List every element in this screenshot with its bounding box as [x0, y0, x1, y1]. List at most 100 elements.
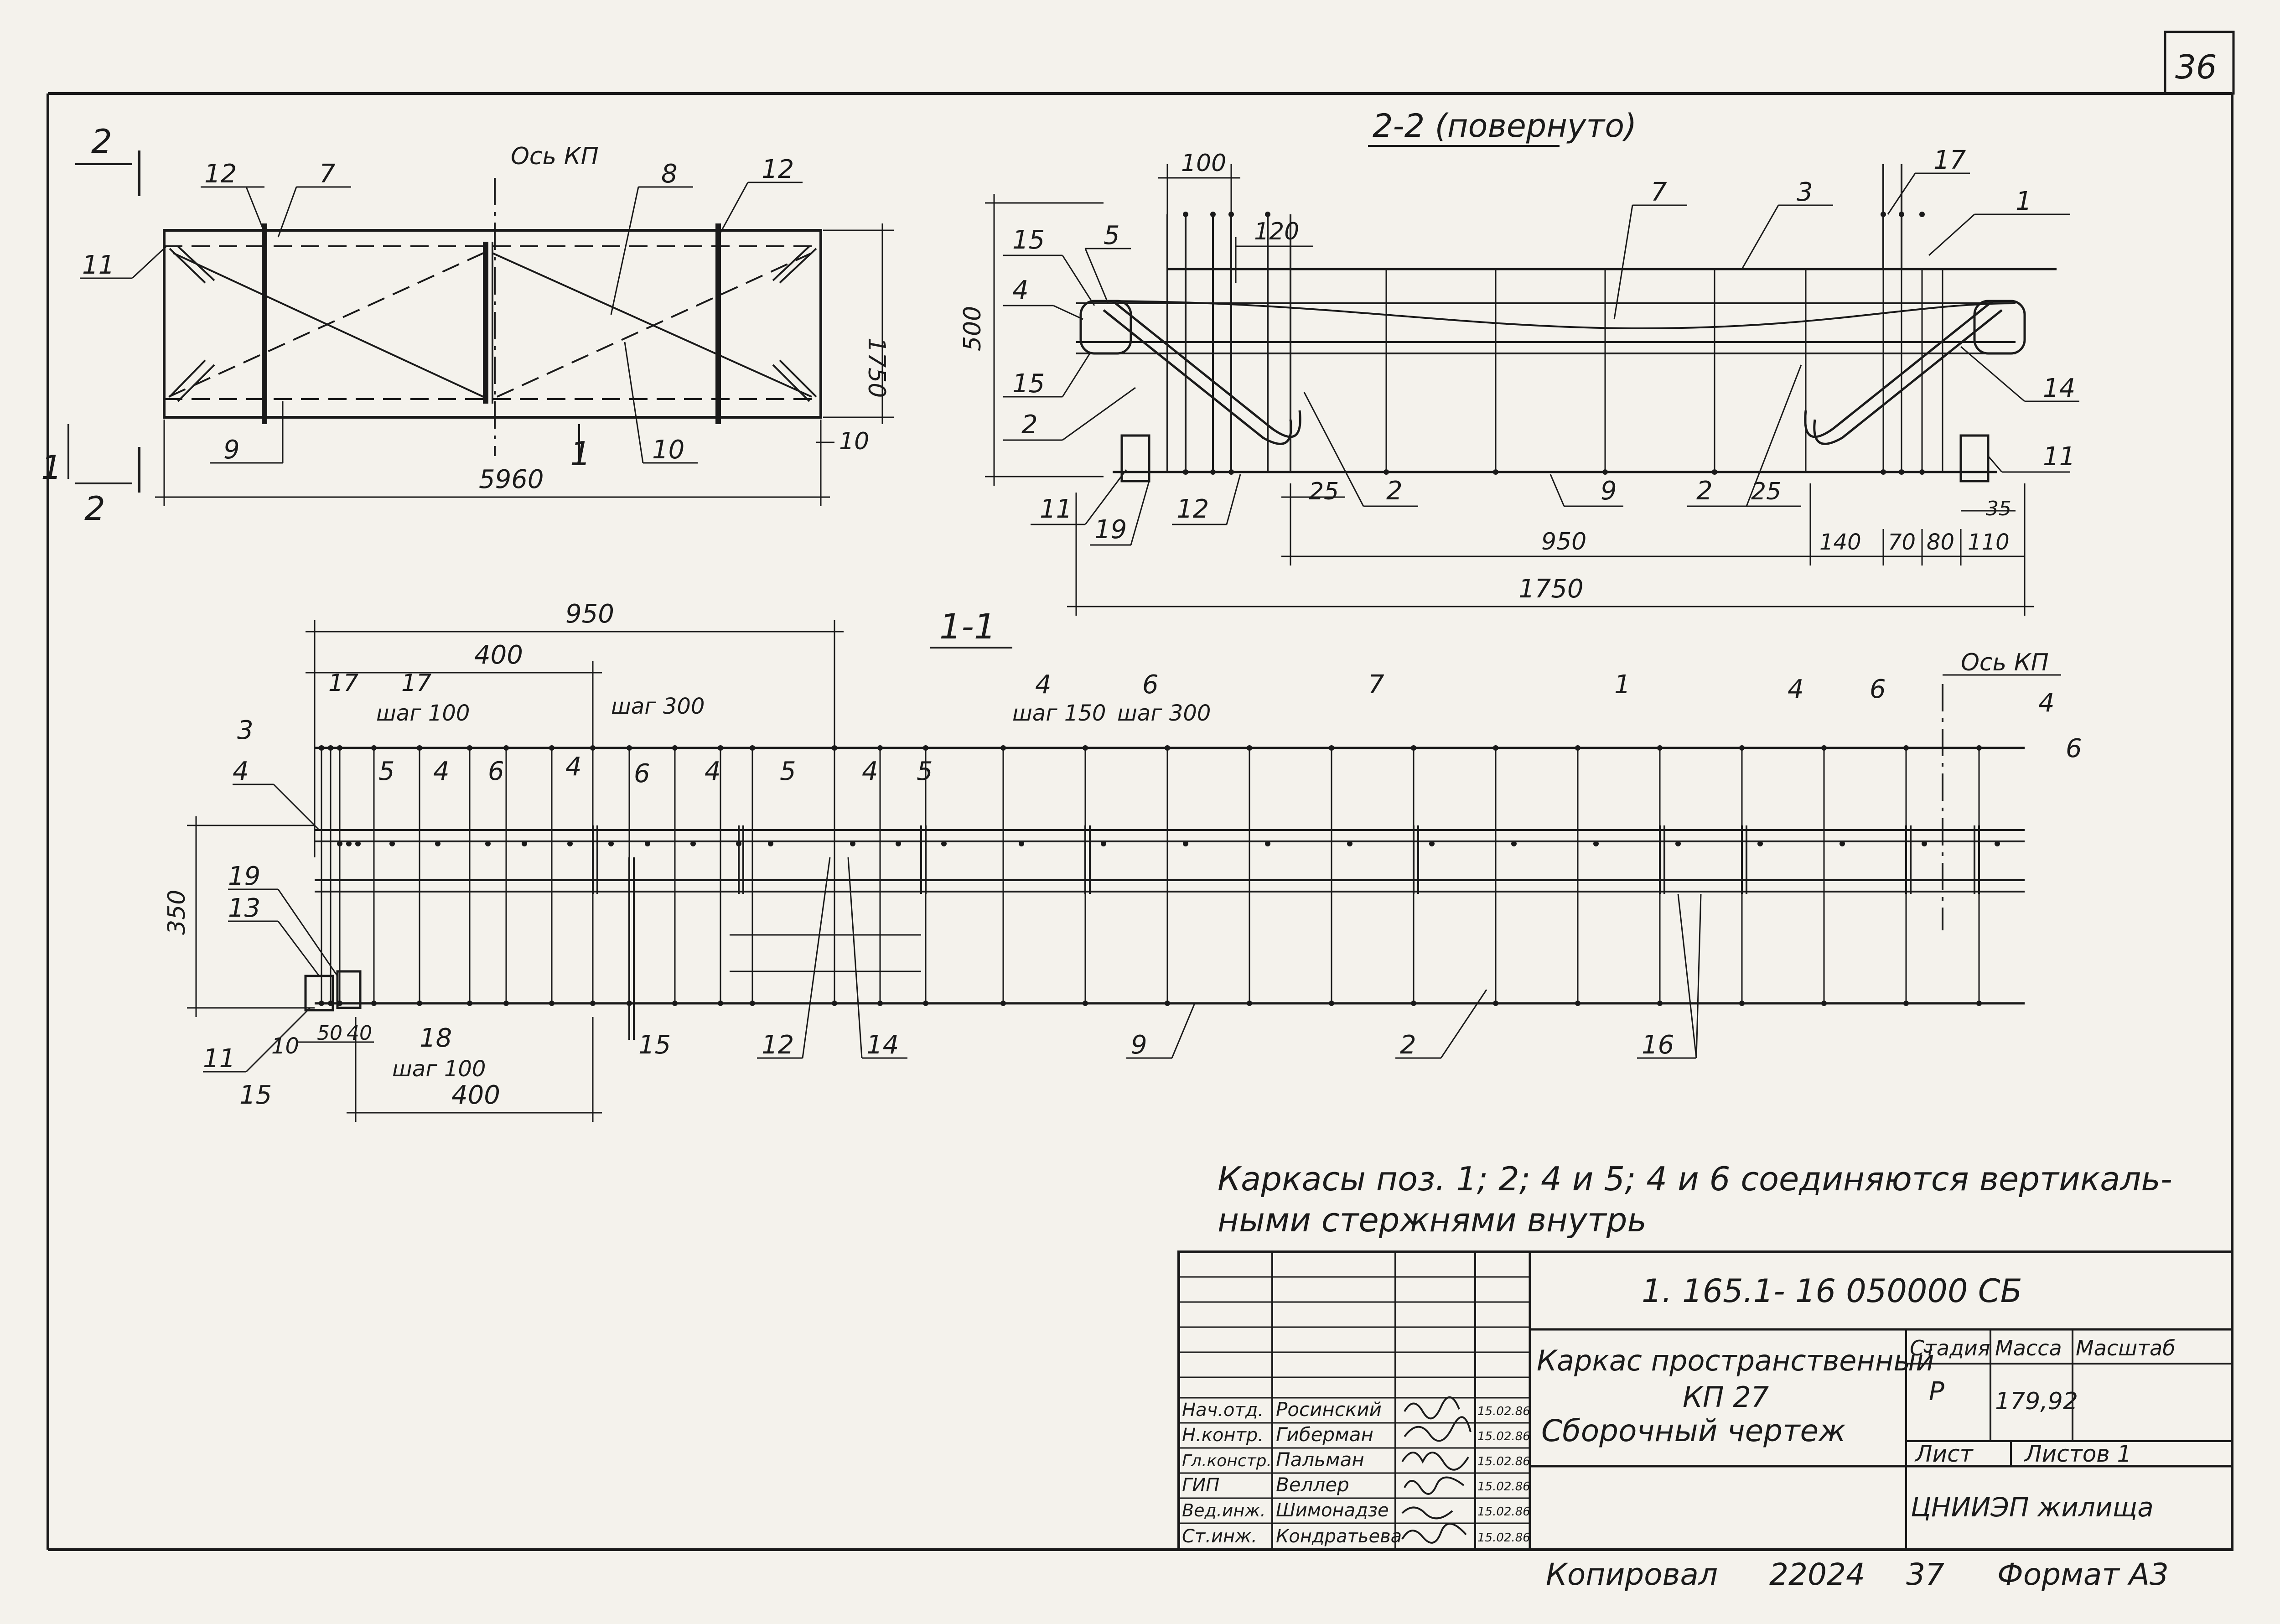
- s11-callout-16: 16: [1642, 1030, 1674, 1060]
- s11-dim-50: 50: [317, 1022, 342, 1045]
- footer: Копировал 22024 37 Формат А3: [1546, 1557, 2169, 1592]
- s11-node: [1739, 745, 1745, 751]
- plan-callout-8: 8: [661, 159, 678, 189]
- s22-node: [1210, 469, 1216, 475]
- s11-node: [1657, 1001, 1663, 1006]
- s11-callout-6-b: 6: [634, 759, 650, 789]
- s11-callout-6-c: 6: [1142, 670, 1159, 700]
- plan-callout-10: 10: [652, 435, 684, 465]
- s11-node: [1575, 1001, 1580, 1006]
- s11-callout-5-c: 5: [917, 757, 933, 786]
- signature-scribble-0: [1404, 1396, 1460, 1420]
- s11-node: [1493, 745, 1498, 751]
- s11-node: [1903, 1001, 1909, 1006]
- s11-node: [328, 745, 333, 751]
- s11-node: [1000, 745, 1006, 751]
- s22-dim-35: 35: [1986, 497, 2011, 520]
- s11-node: [389, 841, 395, 846]
- s11-callout-18: 18: [420, 1023, 452, 1053]
- s22-callout-2-mid: 2: [1386, 476, 1403, 506]
- s11-callout-4-c: 4: [565, 752, 582, 782]
- s11-callout-3: 3: [237, 716, 254, 745]
- sig-date-0: 15.02.86: [1477, 1405, 1530, 1418]
- s11-callout-6-a: 6: [488, 757, 504, 786]
- s11-node: [1247, 1001, 1252, 1006]
- s11-node: [1675, 841, 1681, 846]
- s22-dim-950: 950: [1541, 528, 1586, 555]
- sig-name-1: Гиберман: [1276, 1423, 1373, 1446]
- s22-callout-1: 1: [2016, 187, 2032, 216]
- s22-node: [1881, 469, 1886, 475]
- s11-node: [832, 1001, 837, 1006]
- s11-node: [672, 745, 678, 751]
- s11-node: [877, 745, 883, 751]
- s11-node: [1183, 841, 1188, 846]
- sig-date-2: 15.02.86: [1477, 1455, 1530, 1468]
- s11-node: [1083, 745, 1088, 751]
- s11-step-150: шаг 150: [1012, 700, 1106, 726]
- s11-node: [1429, 841, 1435, 846]
- s22-callout-2-left: 2: [1021, 410, 1038, 440]
- s11-node: [319, 1001, 324, 1006]
- s11-node: [923, 745, 928, 751]
- s11-node: [1657, 745, 1663, 751]
- s11-node: [319, 745, 324, 751]
- s11-callout-15-bottom: 15: [239, 1080, 272, 1110]
- s11-dim-950: 950: [565, 599, 614, 629]
- sig-date-3: 15.02.86: [1477, 1480, 1530, 1494]
- note-line-1: Каркасы поз. 1; 2; 4 и 5; 4 и 6 соединяю…: [1218, 1160, 2172, 1198]
- plan-dim-10: 10: [839, 428, 869, 455]
- sig-name-5: Кондратьева: [1276, 1526, 1402, 1547]
- s11-node: [435, 841, 440, 846]
- s11-node: [1976, 1001, 1982, 1006]
- s22-callout-14: 14: [2043, 374, 2075, 403]
- s11-node: [1411, 1001, 1416, 1006]
- section-mark-1-right: 1: [570, 435, 591, 473]
- sig-date-5: 15.02.86: [1477, 1531, 1530, 1545]
- s22-node: [1899, 469, 1904, 475]
- s11-node: [768, 841, 773, 846]
- s22-node: [1602, 469, 1608, 475]
- plan-callout-7: 7: [319, 159, 336, 189]
- sig-role-1: Н.контр.: [1182, 1425, 1264, 1446]
- s22-dim-80: 80: [1927, 529, 1954, 555]
- s11-node: [1821, 1001, 1827, 1006]
- s11-node: [1593, 841, 1599, 846]
- s11-callout-4-b: 4: [433, 757, 450, 786]
- s11-callout-6-d: 6: [1870, 675, 1886, 704]
- plan-axis-label: Ось КП: [511, 143, 599, 170]
- s11-node: [1903, 745, 1909, 751]
- s11-node: [1821, 745, 1827, 751]
- s11-node: [567, 841, 573, 846]
- s22-node: [1919, 469, 1925, 475]
- signature-scribble-4: [1401, 1506, 1453, 1520]
- s22-callout-7: 7: [1651, 177, 1667, 207]
- s11-node: [645, 841, 650, 846]
- s11-node: [750, 745, 755, 751]
- s22-callout-9: 9: [1601, 476, 1617, 506]
- s22-dim-120: 120: [1254, 218, 1299, 245]
- section-1-1-title: 1-1: [939, 606, 996, 647]
- s22-node: [1183, 212, 1188, 217]
- s11-node: [467, 1001, 472, 1006]
- s22-callout-19: 19: [1094, 515, 1127, 545]
- tb-mass: 179,92: [1995, 1388, 2078, 1415]
- s22-node: [1183, 469, 1188, 475]
- s11-node: [337, 841, 342, 846]
- s11-node: [718, 1001, 723, 1006]
- s22-node: [1881, 212, 1886, 217]
- section-mark-2-bottom: 2: [84, 489, 105, 528]
- section-2-2-title: 2-2 (повернуто): [1373, 107, 1637, 145]
- s11-node: [503, 745, 509, 751]
- s11-node: [1165, 1001, 1170, 1006]
- sig-role-2: Гл.констр.: [1182, 1452, 1272, 1470]
- tb-sheets-label: Листов 1: [2024, 1441, 2131, 1467]
- s22-callout-17: 17: [1933, 145, 1966, 175]
- s11-callout-13: 13: [228, 893, 260, 923]
- s11-node: [1083, 1001, 1088, 1006]
- s22-callout-15-top: 15: [1012, 225, 1045, 255]
- s22-callout-5: 5: [1104, 221, 1120, 250]
- tb-name-line-2: КП 27: [1683, 1380, 1769, 1414]
